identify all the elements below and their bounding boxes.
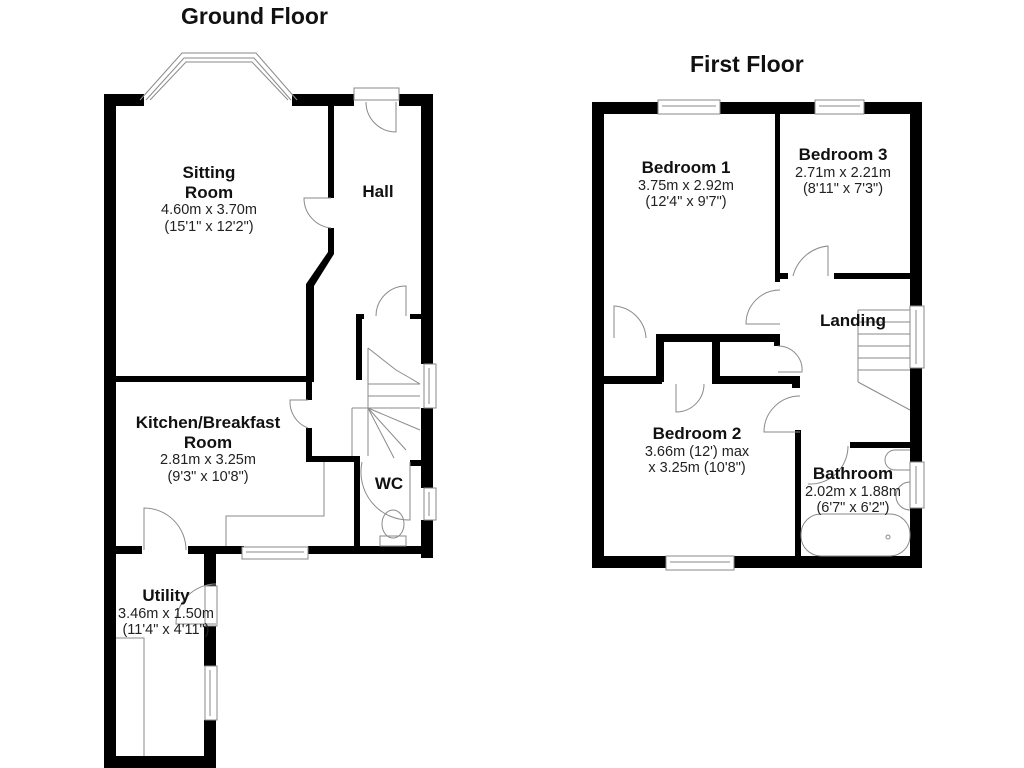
room-name: Landing bbox=[819, 311, 887, 330]
room-dimensions-imperial: (6'7" x 6'2") bbox=[816, 500, 890, 517]
room-label-bedroom-3: Bedroom 3 2.71m x 2.21m (8'11" x 7'3") bbox=[795, 145, 891, 198]
room-name: Room bbox=[183, 432, 233, 452]
kitchen-worktops bbox=[116, 462, 325, 756]
ground-floor-plan bbox=[104, 52, 437, 768]
room-label-utility: Utility 3.46m x 1.50m (11'4" x 4'11") bbox=[118, 586, 214, 639]
first-staircase bbox=[857, 309, 911, 411]
room-label-bedroom-2: Bedroom 2 3.66m (12') max x 3.25m (10'8"… bbox=[645, 424, 749, 477]
room-name: Bedroom 3 bbox=[798, 145, 888, 164]
room-dimensions-imperial: (11'4" x 4'11") bbox=[122, 622, 210, 639]
room-name: Room bbox=[184, 182, 234, 202]
room-name: Utility bbox=[142, 586, 190, 605]
room-name: Kitchen/Breakfast bbox=[135, 413, 281, 432]
first-floor-title: First Floor bbox=[690, 51, 804, 77]
room-dimensions-imperial: (15'1" x 12'2") bbox=[164, 218, 254, 235]
room-dimensions-metric: 3.75m x 2.92m bbox=[638, 177, 734, 194]
ground-staircase bbox=[351, 347, 421, 459]
room-label-hall: Hall bbox=[362, 182, 393, 202]
room-name: Sitting bbox=[182, 163, 236, 182]
ground-doors bbox=[143, 87, 411, 625]
room-dimensions-imperial: (8'11" x 7'3") bbox=[802, 181, 884, 198]
ground-windows bbox=[204, 363, 437, 721]
room-dimensions-metric: 4.60m x 3.70m bbox=[161, 202, 257, 219]
bathroom-fixtures bbox=[800, 449, 911, 557]
room-dimensions-imperial: x 3.25m (10'8") bbox=[648, 460, 746, 477]
first-doors bbox=[613, 245, 849, 485]
room-name: Bathroom bbox=[812, 464, 894, 483]
room-dimensions-metric: 2.81m x 3.25m bbox=[160, 452, 256, 469]
room-name: Bedroom 2 bbox=[652, 424, 742, 443]
room-label-bathroom: Bathroom 2.02m x 1.88m (6'7" x 6'2") bbox=[805, 464, 901, 517]
ground-floor-title: Ground Floor bbox=[181, 3, 328, 29]
first-floor-plan bbox=[592, 99, 925, 571]
first-windows bbox=[657, 99, 925, 571]
room-dimensions-imperial: (12'4" x 9'7") bbox=[645, 194, 727, 211]
room-label-landing: Landing bbox=[820, 311, 886, 331]
room-dimensions-metric: 3.46m x 1.50m bbox=[118, 605, 214, 622]
wc-toilet-icon bbox=[379, 509, 407, 547]
room-name: WC bbox=[374, 474, 404, 493]
room-name: Hall bbox=[362, 182, 394, 201]
room-label-sitting-room: Sitting Room 4.60m x 3.70m (15'1" x 12'2… bbox=[161, 163, 257, 235]
room-label-kitchen: Kitchen/Breakfast Room 2.81m x 3.25m (9'… bbox=[136, 413, 281, 485]
first-floor-walls bbox=[592, 102, 922, 568]
room-label-wc: WC bbox=[375, 474, 403, 494]
room-dimensions-imperial: (9'3" x 10'8") bbox=[167, 468, 249, 485]
room-name: Bedroom 1 bbox=[641, 158, 731, 177]
room-dimensions-metric: 2.71m x 2.21m bbox=[795, 164, 891, 181]
room-dimensions-metric: 3.66m (12') max bbox=[644, 443, 750, 460]
bay-window bbox=[139, 52, 298, 101]
ground-floor-walls bbox=[104, 94, 433, 768]
room-label-bedroom-1: Bedroom 1 3.75m x 2.92m (12'4" x 9'7") bbox=[638, 158, 734, 211]
room-dimensions-metric: 2.02m x 1.88m bbox=[805, 483, 901, 500]
